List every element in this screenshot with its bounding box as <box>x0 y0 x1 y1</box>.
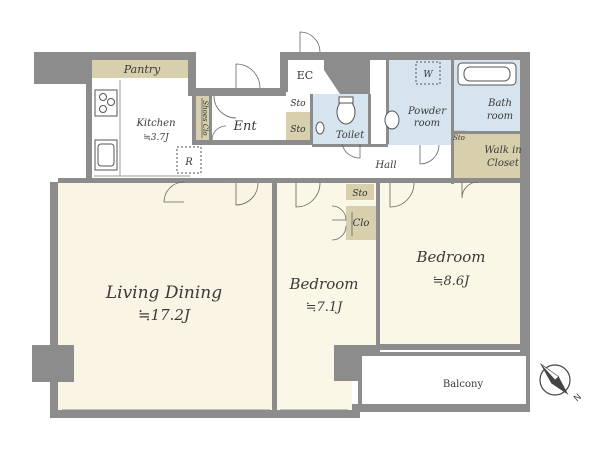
label-walk-in-1: Walk in <box>484 145 521 156</box>
powder-room-fill <box>388 60 452 145</box>
bathtub <box>457 62 517 86</box>
door-front <box>235 63 261 89</box>
shoes-closet-fill <box>196 96 210 140</box>
wall-bath-left <box>451 60 454 184</box>
label-washer: W <box>423 70 433 80</box>
label-bedroom-small: Bedroom <box>289 275 359 293</box>
room-labels: Pantry Kitchen ≒3.7J R Shoes Clo Ent Sto… <box>105 63 522 390</box>
door-walk-in <box>461 181 479 199</box>
sto-hall-fill <box>346 184 374 200</box>
door-ec <box>299 31 321 53</box>
compass-north-label: N <box>572 392 584 404</box>
ec-fill <box>286 60 324 90</box>
stove <box>94 89 118 117</box>
label-bedroom-small-area: ≒7.1J <box>306 300 344 315</box>
washer-space <box>415 61 441 85</box>
label-powder-2: room <box>414 118 440 129</box>
walls <box>32 52 530 418</box>
label-bedroom-large-area: ≒8.6J <box>433 274 471 289</box>
label-sto-top: Sto <box>290 99 306 109</box>
wall-shoes-right <box>209 96 212 140</box>
label-shoes-closet: Shoes Clo <box>201 100 209 135</box>
clo-fill <box>346 206 376 240</box>
label-bath-1: Bath <box>487 98 512 109</box>
living-dining-fill <box>50 182 272 410</box>
wall-pantry-right <box>188 52 196 96</box>
label-clo: Clo <box>353 218 370 229</box>
wall-top-right <box>386 52 530 60</box>
compass: N <box>539 363 584 404</box>
wall-toilet-left <box>310 94 313 144</box>
wall-hall-top <box>196 140 312 145</box>
wall-top-center-diagonal <box>324 52 386 94</box>
wall-kitchen-left <box>86 60 92 182</box>
fridge-space <box>176 146 202 174</box>
room-fills <box>50 60 520 410</box>
entrance-fill <box>212 96 282 140</box>
label-living-dining: Living Dining <box>105 283 222 303</box>
label-living-dining-area: ≒17.2J <box>138 306 191 324</box>
label-kitchen-area: ≒3.7J <box>143 133 170 143</box>
pantry-fill <box>92 60 188 78</box>
door-toilet <box>341 143 361 159</box>
compass-ring <box>539 364 571 396</box>
doors <box>163 31 479 241</box>
sto-ent-fill <box>286 112 310 142</box>
wall-bath-bottom <box>454 131 520 134</box>
wall-left <box>50 182 58 345</box>
wall-ec-left <box>280 52 288 92</box>
pillar-left <box>32 345 74 382</box>
wall-toilet-right <box>368 94 371 144</box>
wall-ent-top <box>196 88 286 96</box>
label-kitchen: Kitchen <box>135 118 175 129</box>
sto-top-fill <box>284 96 312 110</box>
wall-living-bedroom <box>272 182 277 410</box>
label-toilet: Toilet <box>336 130 365 141</box>
label-entrance: Ent <box>232 119 257 134</box>
label-pantry: Pantry <box>123 63 161 76</box>
door-powder <box>419 144 440 165</box>
wall-ec-top <box>280 52 328 60</box>
label-sto-hall: Sto <box>352 189 368 199</box>
wall-bedrooms <box>376 182 380 345</box>
wall-hall-bottom <box>58 178 520 183</box>
label-ec: EC <box>297 69 313 82</box>
label-bedroom-large: Bedroom <box>416 248 486 266</box>
label-bath-2: room <box>487 111 513 122</box>
label-sto-ent: Sto <box>290 125 306 135</box>
bedroom-large-fill <box>380 182 520 345</box>
fixtures <box>94 61 517 236</box>
door-living <box>235 182 259 206</box>
label-powder-1: Powder <box>407 106 447 117</box>
hall-fill <box>210 145 450 182</box>
label-walk-in-2: Closet <box>487 158 520 169</box>
wall-right <box>520 52 530 352</box>
label-hall: Hall <box>374 160 396 171</box>
label-balcony: Balcony <box>443 379 484 390</box>
wall-kitchen-right <box>192 96 196 145</box>
label-fridge: R <box>184 157 193 168</box>
wall-hall-top-right <box>312 144 388 147</box>
wall-bedroom-bottom <box>376 344 530 350</box>
toilet-bowl <box>336 99 356 125</box>
label-sto-bath: Sto <box>453 134 465 142</box>
wall-left-lower <box>50 382 58 418</box>
powder-sink <box>384 110 400 130</box>
kitchen-sink <box>94 139 118 171</box>
wall-powder-left <box>386 60 389 144</box>
door-bedroom-large <box>389 182 415 208</box>
windows <box>62 345 500 415</box>
door-bedroom-small <box>295 182 321 208</box>
wall-kitchen-bottom <box>86 178 210 183</box>
wall-corner-diagonal <box>34 52 78 84</box>
wall-top-pantry <box>88 52 196 60</box>
balcony-slab <box>352 404 530 412</box>
